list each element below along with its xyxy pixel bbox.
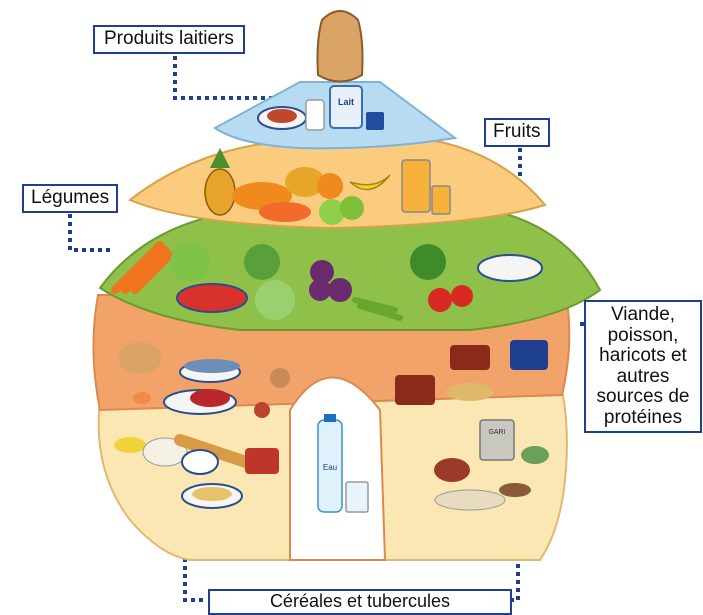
pasta [192, 487, 232, 501]
water-bottle-cap [324, 414, 336, 422]
label-dairy: Produits laitiers [93, 25, 245, 54]
roof-finial [318, 11, 363, 82]
leaf-wrapped-food [521, 446, 549, 464]
porridge-bowl [245, 448, 279, 474]
label-cereals: Céréales et tubercules [208, 589, 512, 615]
yam-pot [434, 458, 470, 482]
rice-pot [510, 340, 548, 370]
milk-carton [330, 86, 362, 128]
shrimp [133, 392, 151, 404]
label-protein: Viande, poisson, haricots et autres sour… [584, 300, 702, 433]
eggplant-3 [309, 279, 331, 301]
pineapple [205, 169, 235, 215]
eggs [270, 368, 290, 388]
gari-bag-text: GARI [488, 429, 505, 436]
rice-bowl [182, 450, 218, 474]
veg-salad-plate [478, 255, 542, 281]
juice-glass [432, 186, 450, 214]
spinach [410, 244, 446, 280]
water-glass [346, 482, 368, 512]
tomato-1 [428, 288, 452, 312]
cabbage [255, 280, 295, 320]
orange [317, 173, 343, 199]
tomato-2 [451, 285, 473, 307]
leafy-greens [244, 244, 280, 280]
leader-veg [70, 214, 112, 250]
cassava [435, 490, 505, 510]
label-fruits: Fruits [484, 118, 550, 147]
yogurt-cup [366, 112, 384, 130]
bean-bowl [450, 345, 490, 370]
lettuce [170, 242, 210, 282]
groundnuts [446, 383, 494, 401]
papaya-slice [259, 202, 311, 222]
dairy-milk-glass [306, 100, 324, 130]
eggplant-2 [328, 278, 352, 302]
leader-dairy [175, 56, 290, 98]
tomato-sauce-bowl [177, 284, 247, 312]
plantain [499, 483, 531, 497]
dairy-meat [267, 109, 297, 123]
meat [190, 389, 230, 407]
label-vegetables: Légumes [22, 184, 118, 213]
beans-pot [395, 375, 435, 405]
guava-2 [340, 196, 364, 220]
water-bottle-text: Eau [323, 463, 337, 472]
juice-jug [402, 160, 430, 212]
crab [254, 402, 270, 418]
gari-bag [480, 420, 514, 460]
maize [114, 437, 146, 453]
chicken [118, 342, 162, 374]
milk-carton-text: Lait [338, 97, 354, 107]
fish [184, 359, 240, 373]
